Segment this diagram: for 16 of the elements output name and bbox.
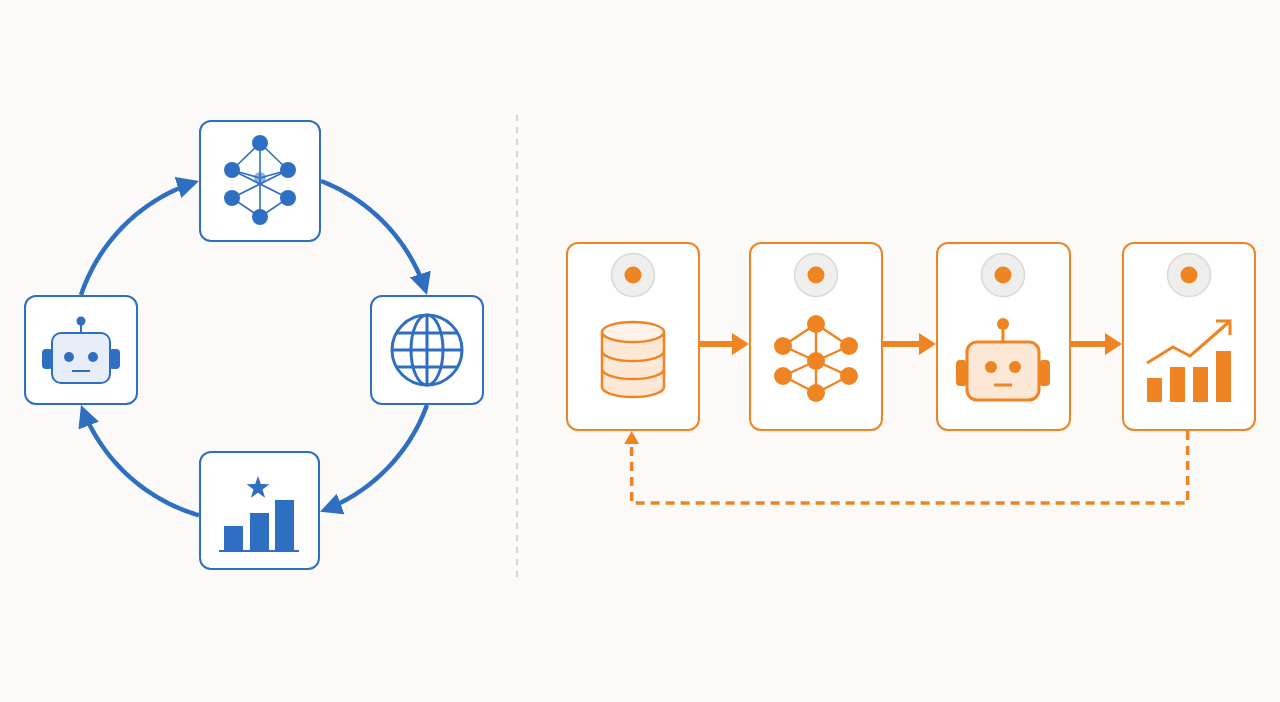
arrow — [700, 333, 749, 356]
icon-box — [370, 295, 484, 405]
icon-box — [1122, 242, 1256, 431]
curved-arrow — [78, 404, 200, 518]
curved-arrow — [319, 404, 430, 515]
dashed-arrow — [624, 431, 1190, 505]
icon-box — [749, 242, 883, 431]
curved-arrow — [78, 177, 200, 296]
icon-box — [936, 242, 1071, 431]
arrow — [1071, 333, 1122, 356]
icon-box — [199, 451, 320, 570]
arrow — [883, 333, 936, 356]
curved-arrow — [320, 178, 431, 296]
icon-box — [24, 295, 138, 405]
icon-box — [566, 242, 700, 431]
icon-box — [199, 120, 321, 242]
